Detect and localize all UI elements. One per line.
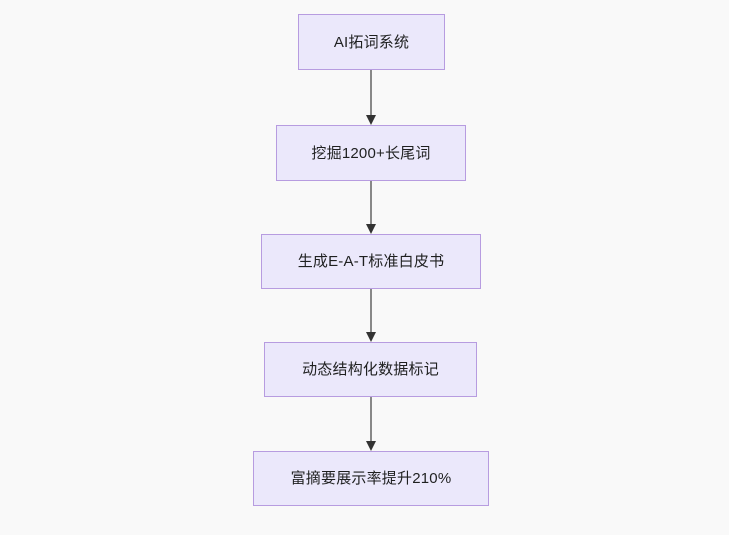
flow-node-label: 生成E-A-T标准白皮书 [297, 253, 445, 270]
flow-edge [364, 397, 378, 451]
flow-node-label: 富摘要展示率提升210% [290, 470, 452, 487]
flow-edge [364, 289, 378, 342]
flow-node-label: 挖掘1200+长尾词 [311, 144, 431, 162]
flow-node-label: 动态结构化数据标记 [302, 361, 439, 378]
arrowhead-icon [366, 115, 376, 125]
flow-node[interactable]: AI拓词系统 [298, 14, 445, 70]
flow-edge [364, 70, 378, 125]
arrowhead-icon [366, 441, 376, 451]
flow-node[interactable]: 挖掘1200+长尾词 [276, 125, 466, 181]
flow-node[interactable]: 动态结构化数据标记 [264, 342, 477, 397]
flow-node[interactable]: 生成E-A-T标准白皮书 [261, 234, 481, 289]
flow-node-label: AI拓词系统 [333, 33, 410, 51]
flow-node[interactable]: 富摘要展示率提升210% [253, 451, 489, 506]
arrowhead-icon [366, 224, 376, 234]
arrowhead-icon [366, 332, 376, 342]
flow-edge [364, 181, 378, 234]
